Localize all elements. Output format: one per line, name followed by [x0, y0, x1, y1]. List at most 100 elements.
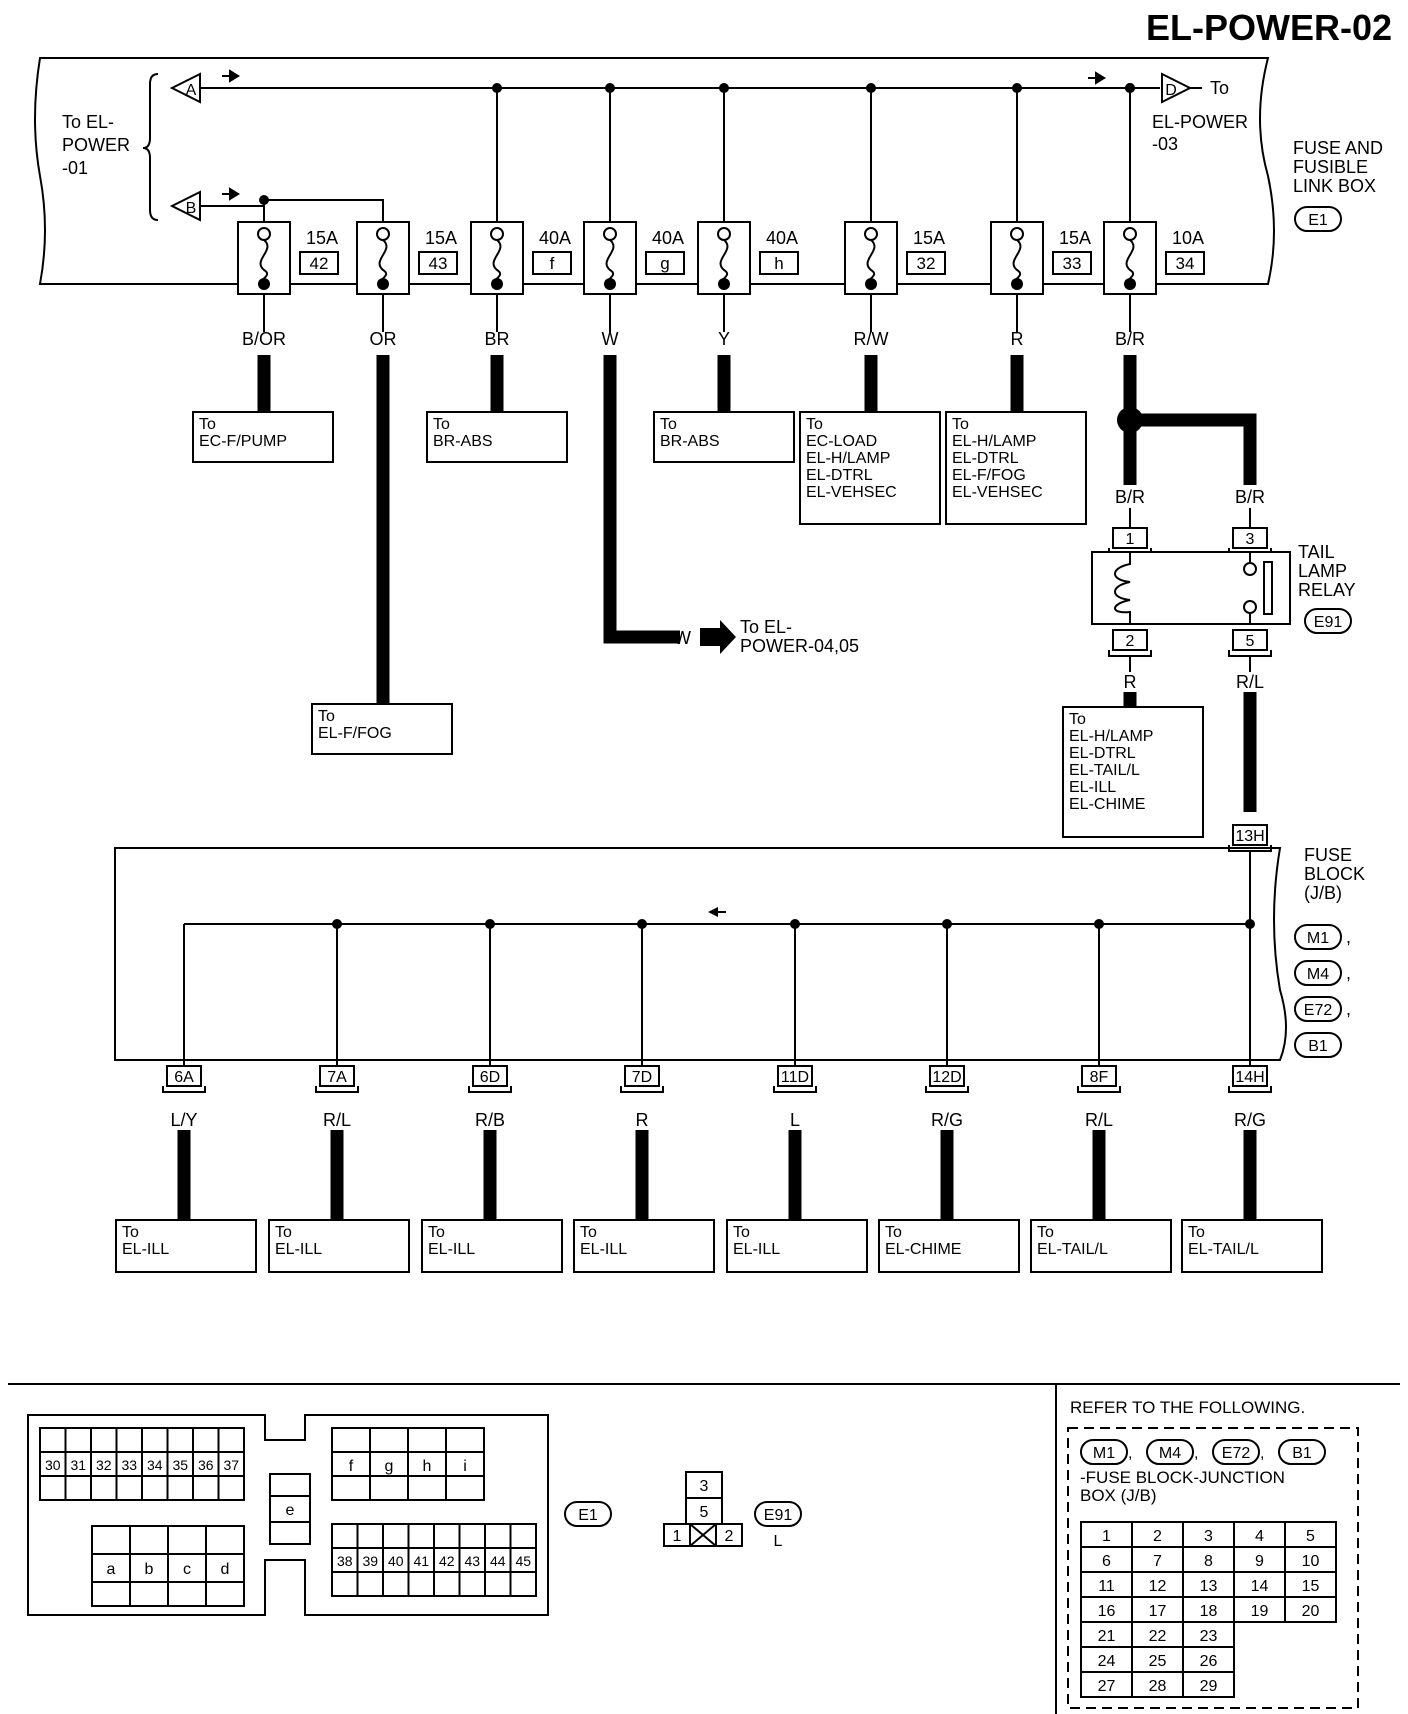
fb-out-7a-pin-label: 7A [327, 1069, 347, 1086]
fb-out-11d-pin-bracket [773, 1086, 817, 1093]
fuse-33-rating: 15A [1059, 228, 1091, 248]
connector-comma: , [1346, 999, 1351, 1019]
e1-cell-g-label: g [385, 1458, 394, 1475]
dest-r [945, 411, 1087, 525]
e1-cell-30-label: 30 [45, 1457, 61, 1473]
refer-cell-2-label: 2 [1153, 1528, 1162, 1545]
e1-cell-i-label: i [463, 1458, 467, 1475]
refer-cell-1-label: 1 [1102, 1528, 1111, 1545]
e1-cell-37-label: 37 [223, 1457, 239, 1473]
e1-cell-44-label: 44 [490, 1553, 506, 1569]
refer-connector-m4 [1146, 1439, 1194, 1465]
e1-cell-blank-a [91, 1525, 131, 1555]
e1-cell-blank2-a [91, 1581, 131, 1607]
e91-face-connector-label: E91 [764, 1507, 793, 1524]
refer-cell-5 [1284, 1521, 1337, 1548]
dest-el-power-04-05: To EL-POWER-04,05 [740, 617, 859, 656]
e1-cell-top2 [433, 1523, 461, 1549]
e1-cell-32-label: 32 [96, 1457, 112, 1473]
e1-cell-top2 [382, 1523, 410, 1549]
e91-x-2 [689, 1523, 717, 1547]
wire-w [603, 355, 680, 644]
fb-out-7a-pin-bracket [315, 1086, 359, 1093]
e1-cell-top-blank [115, 1427, 143, 1453]
refer-cell-18-label: 18 [1200, 1603, 1218, 1620]
bus-arrow-left [230, 71, 240, 81]
fuse-32-bus-dot [866, 83, 876, 93]
refer-cell-7-label: 7 [1153, 1553, 1162, 1570]
refer-cell-23 [1182, 1621, 1235, 1648]
refer-cell-17-label: 17 [1149, 1603, 1167, 1620]
fuse-34-wire-color: B/R [1115, 329, 1145, 349]
refer-cell-4-label: 4 [1255, 1528, 1264, 1545]
refer-comma: , [1194, 1445, 1198, 1462]
relay-in-wire-2: B/R [1235, 487, 1265, 507]
e1-cell-under [331, 1571, 359, 1597]
e1-face-connector [564, 1501, 612, 1527]
fuse-42-id: 42 [310, 254, 329, 273]
e1-cell-top-blank [64, 1427, 92, 1453]
e1-cell-31-label: 31 [70, 1457, 86, 1473]
dest-relay-r [1062, 706, 1204, 838]
refer-cell-13 [1182, 1571, 1235, 1598]
e1-cell-blank2-c [167, 1581, 207, 1607]
e1-cell-40-label: 40 [388, 1553, 404, 1569]
refer-cell-15-label: 15 [1302, 1578, 1320, 1595]
fuse-h-id: h [774, 254, 783, 273]
dest-el-f-fog [311, 703, 453, 755]
fb-out-7a-wire-color: R/L [323, 1110, 351, 1130]
refer-connector-b1 [1278, 1439, 1326, 1465]
connector-e1-label: E1 [1308, 212, 1328, 229]
refer-cell-6-label: 6 [1102, 1553, 1111, 1570]
e1-cell-g [369, 1451, 409, 1477]
fuse-43-terminal-bottom [377, 278, 389, 290]
e91-color-label: L [774, 1533, 783, 1550]
e1-cell-45 [509, 1547, 537, 1573]
e1-cell-under [484, 1571, 512, 1597]
e1-cell-bottom [192, 1475, 220, 1501]
e1-cell-under [509, 1571, 537, 1597]
refer-cell-21-label: 21 [1098, 1628, 1116, 1645]
fb-out-7d-wire-color: R [636, 1110, 649, 1130]
e1-cell-42-label: 42 [439, 1553, 455, 1569]
fuse-32-wire-color: R/W [854, 329, 889, 349]
fuse-f-terminal-bottom [491, 278, 503, 290]
e1-cell-33-label: 33 [121, 1457, 137, 1473]
e1-cell-low-g [369, 1475, 409, 1501]
e1-cell-under [458, 1571, 486, 1597]
connector-e91 [1304, 608, 1352, 634]
e1-cell-blank-g [369, 1427, 409, 1453]
fb-out-14h-pin [1232, 1065, 1268, 1087]
connector-e72-label: E72 [1304, 1002, 1333, 1019]
relay-pin-2-label: 2 [1126, 633, 1135, 650]
e1-cell-35-label: 35 [172, 1457, 188, 1473]
connector-m1 [1294, 924, 1342, 950]
e1-cell-bottom [39, 1475, 67, 1501]
fb-out-12d-pin-label: 12D [932, 1069, 961, 1086]
e1-cell-35 [166, 1451, 194, 1477]
fuse-block-outline [114, 847, 1287, 1061]
fuse-43-wire-color: OR [370, 329, 397, 349]
e91-pin-5-label: 5 [700, 1504, 709, 1521]
e91-face-connector [754, 1501, 802, 1527]
e1-cell-under [356, 1571, 384, 1597]
e1-cell-i [445, 1451, 485, 1477]
e1-cell-blank-d [205, 1525, 245, 1555]
fb-out-8f-pin-bracket [1077, 1086, 1121, 1093]
connector-b-label: B [186, 200, 197, 217]
refer-connector-m1-label: M1 [1093, 1445, 1115, 1462]
e1-cell-top-blank [141, 1427, 169, 1453]
e1-cell-top-blank [217, 1427, 245, 1453]
refer-cell-16-label: 16 [1098, 1603, 1116, 1620]
fuse-33-id-box [1052, 251, 1092, 275]
dest-ec-f-pump [192, 411, 334, 463]
fuse-34-id: 34 [1176, 254, 1195, 273]
e1-cell-e-label: e [286, 1502, 295, 1519]
e1-cell-under [382, 1571, 410, 1597]
refer-cell-5-label: 5 [1306, 1528, 1315, 1545]
connector-d-label: D [1165, 82, 1177, 99]
